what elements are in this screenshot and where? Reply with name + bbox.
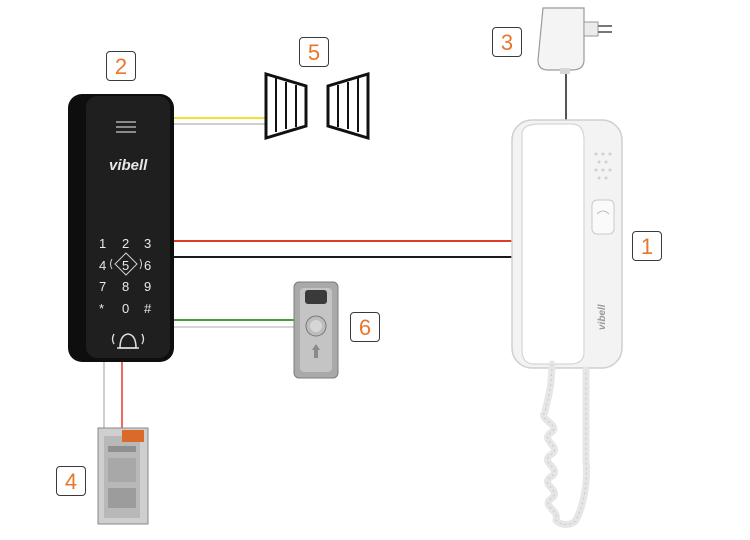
key-0[interactable]: 0	[122, 301, 129, 316]
label-door-strike: 4	[56, 466, 86, 496]
handset-unit: vibell	[511, 119, 623, 528]
panel-brand-logo: vibell	[109, 157, 148, 174]
key-1[interactable]: 1	[99, 236, 106, 251]
key-star[interactable]: *	[99, 301, 104, 316]
gate-icon	[264, 71, 370, 141]
keypad-panel: vibell 1 2 3 4 5 6 7 8 9 * 0 #	[68, 94, 174, 362]
wires	[103, 72, 567, 428]
handset-brand-logo: vibell	[597, 304, 608, 330]
key-2[interactable]: 2	[122, 236, 129, 251]
key-8[interactable]: 8	[122, 279, 129, 294]
handset-speaker-grill	[594, 152, 612, 180]
bell-icon[interactable]	[111, 333, 145, 349]
key-hash[interactable]: #	[144, 301, 152, 316]
label-power-adapter: 3	[492, 27, 522, 57]
exit-button-device	[293, 281, 339, 379]
label-handset: 1	[632, 231, 662, 261]
rfid-icon	[114, 252, 138, 276]
key-5[interactable]: 5	[122, 258, 129, 273]
key-6[interactable]: 6	[144, 258, 151, 273]
door-release-button[interactable]	[591, 199, 615, 235]
door-strike-device	[97, 427, 149, 525]
label-gate: 5	[299, 37, 329, 67]
key-9[interactable]: 9	[144, 279, 151, 294]
keypad-keys: 1 2 3 4 5 6 7 8 9 * 0 #	[99, 236, 152, 316]
speaker-grill	[116, 121, 136, 123]
label-exit-button: 6	[350, 312, 380, 342]
power-adapter	[537, 7, 612, 74]
key-7[interactable]: 7	[99, 279, 106, 294]
key-3[interactable]: 3	[144, 236, 151, 251]
label-keypad-panel: 2	[106, 51, 136, 81]
coiled-cord	[540, 360, 590, 528]
key-4[interactable]: 4	[99, 258, 106, 273]
